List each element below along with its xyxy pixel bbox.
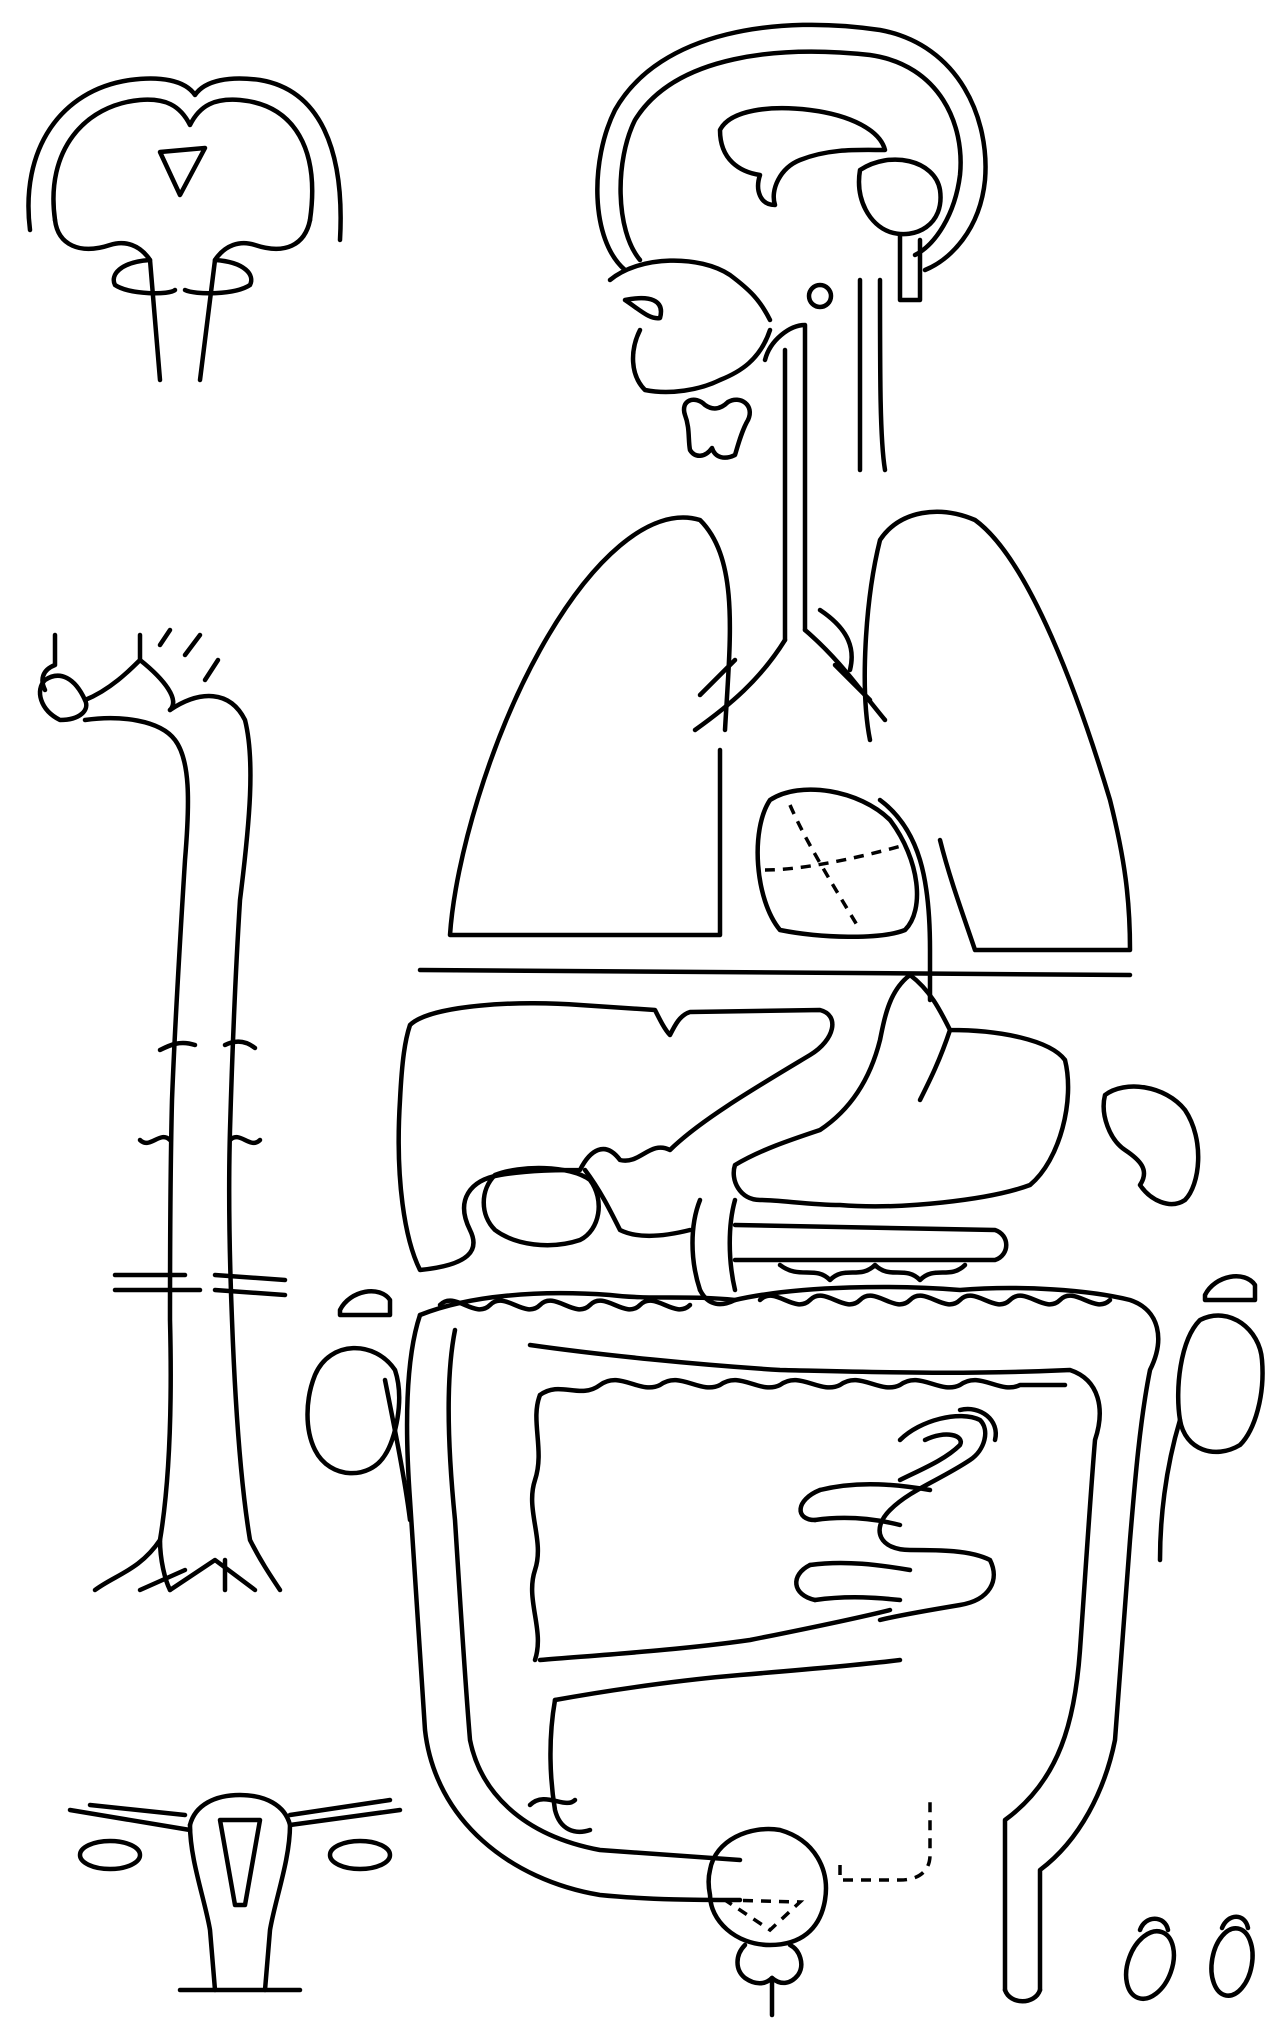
large-intestine <box>407 1287 1158 2001</box>
rectum-dashed <box>840 1800 930 1880</box>
bladder <box>709 1829 826 1945</box>
brain-coronal-section <box>28 79 340 380</box>
thyroid <box>684 400 750 458</box>
spleen <box>1104 1087 1198 1204</box>
aorta <box>40 630 285 1590</box>
lungs <box>450 512 1130 950</box>
ovaries <box>80 1841 390 1869</box>
diaphragm <box>420 970 1130 975</box>
prostate <box>738 1945 802 2015</box>
uterus <box>70 1795 400 1990</box>
liver <box>399 1003 833 1270</box>
kidney-left <box>308 1348 400 1473</box>
nasal-cavity <box>610 261 770 320</box>
testes <box>1117 1917 1257 2006</box>
kidney-right <box>1178 1316 1262 1452</box>
trachea <box>695 325 885 730</box>
esophagus <box>880 800 930 1000</box>
small-intestine <box>530 1380 1065 1832</box>
gallbladder <box>484 1168 690 1245</box>
brain-sagittal-section <box>597 25 985 470</box>
